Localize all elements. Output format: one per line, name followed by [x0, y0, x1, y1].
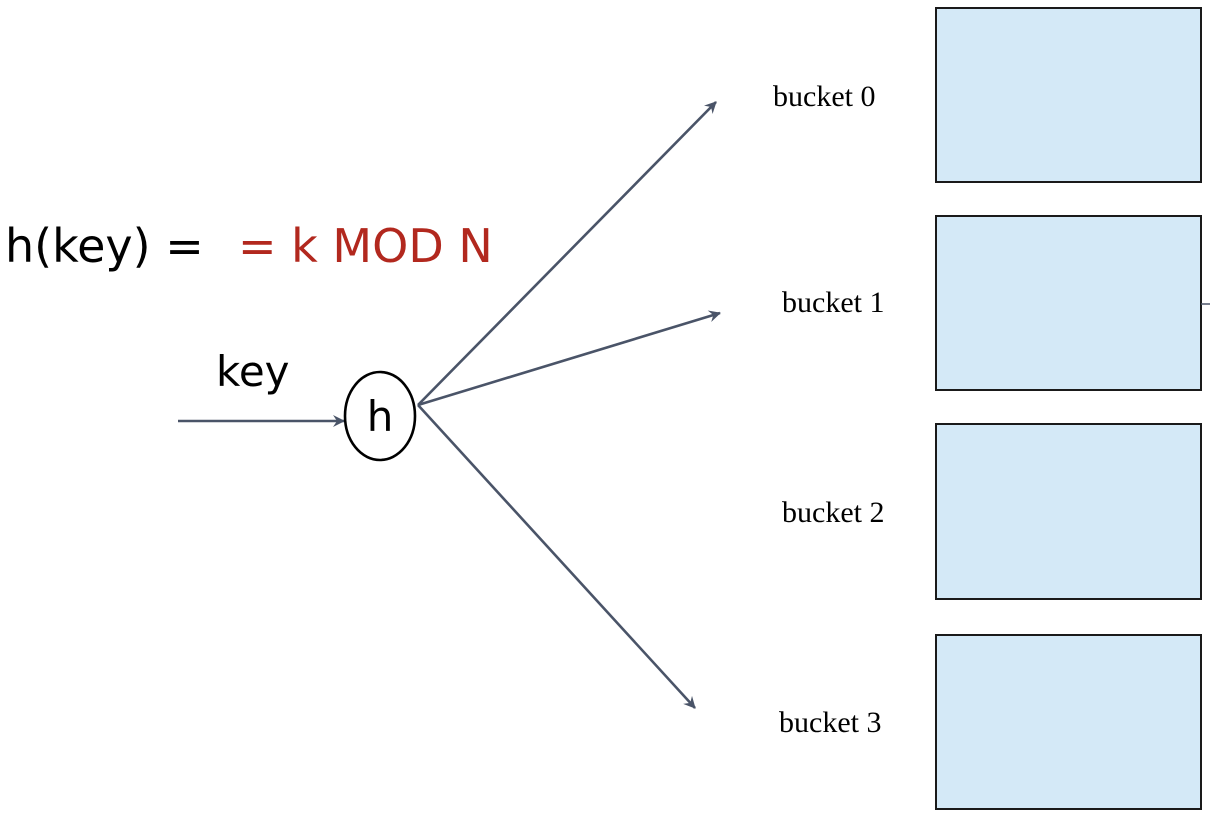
- arrow-to-bucket-1: [417, 310, 721, 407]
- bucket-1-label: bucket 1: [782, 286, 884, 319]
- bucket-0-label: bucket 0: [773, 80, 875, 113]
- bucket-2-label: bucket 2: [782, 496, 884, 529]
- arrow-to-bucket-3: [417, 404, 696, 709]
- formula-rhs: = k MOD N: [238, 219, 493, 273]
- bucket-3-box: [935, 634, 1202, 810]
- arrow-to-bucket-0: [417, 101, 717, 406]
- hash-function-node-label: h: [367, 392, 394, 441]
- bucket-1-box: [935, 215, 1202, 391]
- hash-function-node: [343, 370, 417, 462]
- input-label-key: key: [216, 347, 290, 396]
- bucket-2-box: [935, 423, 1202, 600]
- formula-lhs: h(key) =: [5, 219, 204, 273]
- bucket-3-label: bucket 3: [779, 706, 881, 739]
- bucket-0-box: [935, 7, 1202, 183]
